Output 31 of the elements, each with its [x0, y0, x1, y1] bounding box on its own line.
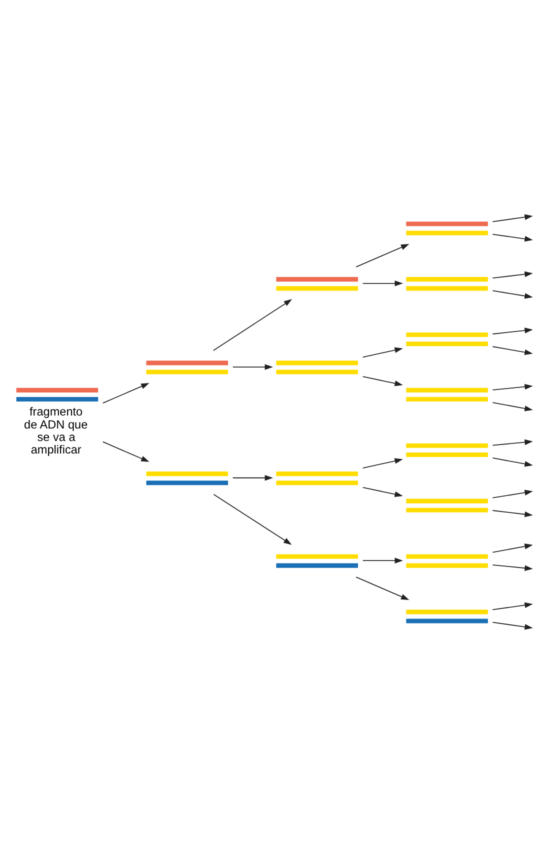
arrow [362, 280, 403, 286]
arrow [362, 346, 403, 358]
arrow [492, 402, 533, 411]
arrow [492, 564, 533, 570]
arrow [356, 576, 410, 600]
arrow [492, 438, 533, 446]
arrow [492, 383, 533, 390]
arrow [492, 457, 533, 466]
arrow [492, 489, 533, 498]
arrow [362, 458, 403, 468]
arrow [232, 474, 273, 480]
arrow [356, 243, 410, 267]
arrow [232, 364, 273, 370]
arrow [102, 440, 150, 462]
arrow [492, 543, 533, 552]
arrow [492, 510, 533, 517]
arrow [362, 557, 403, 563]
arrow [492, 270, 533, 278]
arrow [492, 327, 533, 334]
arrow [362, 486, 403, 497]
arrow [102, 382, 150, 404]
arrow [492, 621, 533, 630]
arrow [492, 290, 533, 298]
arrow [492, 346, 533, 355]
arrow [212, 298, 292, 350]
arrow [492, 233, 533, 242]
arrow [492, 214, 533, 222]
arrow [362, 376, 403, 386]
arrow [213, 493, 292, 544]
arrow [492, 602, 533, 610]
node-label: fragmento de ADN que se va a amplificar [24, 404, 88, 456]
